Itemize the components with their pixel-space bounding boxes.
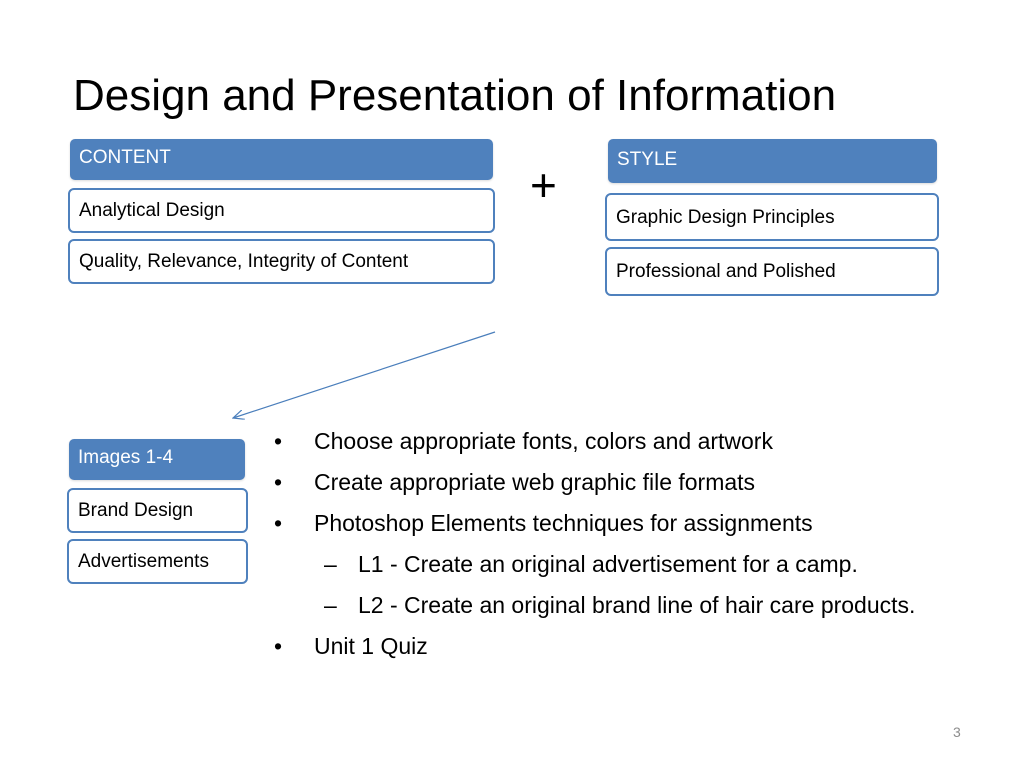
sub-bullet-item: – L2 - Create an original brand line of … (270, 585, 915, 626)
bullet-text: Photoshop Elements techniques for assign… (314, 510, 813, 536)
style-item-professional: Professional and Polished (605, 247, 939, 296)
bullet-mark: • (274, 633, 283, 659)
content-item-quality: Quality, Relevance, Integrity of Content (68, 239, 495, 284)
bullet-text: Unit 1 Quiz (314, 633, 428, 659)
sub-bullet-text: L2 - Create an original brand line of ha… (358, 592, 916, 618)
images-header: Images 1-4 (69, 439, 245, 480)
dash-mark: – (324, 592, 337, 618)
bullet-mark: • (274, 469, 283, 495)
bullet-item: • Unit 1 Quiz (270, 626, 915, 667)
sub-bullet-item: – L1 - Create an original advertisement … (270, 544, 915, 585)
bullet-item: • Choose appropriate fonts, colors and a… (270, 421, 915, 462)
bullet-mark: • (274, 428, 283, 454)
bullet-item: • Create appropriate web graphic file fo… (270, 462, 915, 503)
images-item-brand-design: Brand Design (67, 488, 248, 533)
bullet-item: • Photoshop Elements techniques for assi… (270, 503, 915, 544)
style-item-graphic-design: Graphic Design Principles (605, 193, 939, 241)
content-header: CONTENT (70, 139, 493, 180)
bullet-mark: • (274, 510, 283, 536)
page-number: 3 (953, 724, 961, 740)
sub-bullet-text: L1 - Create an original advertisement fo… (358, 551, 858, 577)
style-header: STYLE (608, 139, 937, 183)
content-item-analytical-design: Analytical Design (68, 188, 495, 233)
bullet-list: • Choose appropriate fonts, colors and a… (270, 421, 915, 667)
bullet-text: Create appropriate web graphic file form… (314, 469, 756, 495)
images-item-advertisements: Advertisements (67, 539, 248, 584)
plus-sign: + (530, 159, 557, 211)
dash-mark: – (324, 551, 337, 577)
slide-title: Design and Presentation of Information (73, 71, 837, 120)
bullet-text: Choose appropriate fonts, colors and art… (314, 428, 773, 454)
